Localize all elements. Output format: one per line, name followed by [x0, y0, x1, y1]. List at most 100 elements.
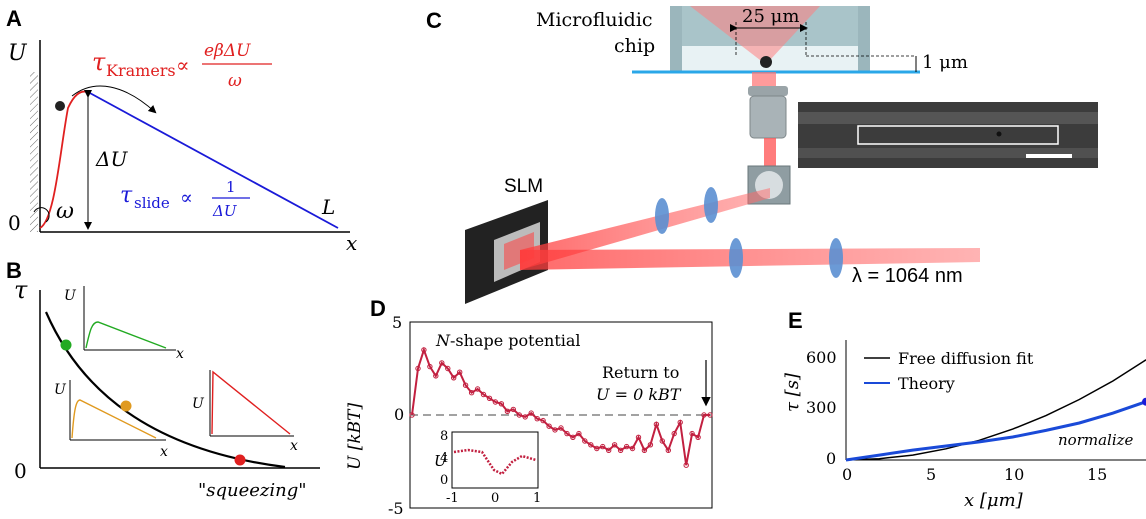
- panel-b-y-axis-label: τ: [14, 276, 28, 304]
- bead-icon: [760, 56, 772, 68]
- tau-kramers-den: ω: [228, 71, 242, 91]
- chip-wall-left: [670, 6, 682, 72]
- d-title-rest: -shape potential: [450, 331, 581, 350]
- particle-icon: [55, 101, 65, 111]
- d-data-point: [635, 434, 642, 440]
- orange-inset-u: U: [54, 382, 67, 398]
- d-data-point: [415, 365, 421, 372]
- d-title-italic: N: [435, 331, 451, 350]
- red-inset-u: U: [192, 396, 205, 412]
- e-xtick-15: 15: [1087, 465, 1107, 484]
- tau-kramers-prop: ∝: [176, 53, 190, 77]
- d-data-point: [564, 430, 570, 437]
- free-diffusion-line: [845, 359, 1146, 461]
- slm-label: SLM: [504, 176, 543, 197]
- d-data-point: [576, 430, 582, 437]
- e-ytick-0: 0: [826, 449, 836, 468]
- tau-slide-den: ΔU: [212, 202, 238, 220]
- d-data-point: [540, 417, 546, 424]
- chip-label-line2: chip: [614, 35, 655, 57]
- d-inset-ytick-0: 0: [440, 473, 448, 488]
- legend-theory: Theory: [898, 374, 955, 393]
- objective-lens: [749, 95, 787, 139]
- d-data-point: [582, 438, 588, 444]
- d-data-point: [492, 399, 499, 405]
- d-data-point: [516, 412, 522, 418]
- legend-free: Free diffusion fit: [898, 349, 1034, 368]
- d-data-point: [683, 462, 689, 468]
- roi-box: [857, 125, 1059, 145]
- orange-inset: U x: [54, 380, 168, 460]
- d-ytick-5: 5: [392, 313, 402, 332]
- panel-a-zero: 0: [8, 211, 21, 235]
- panel-a-label: A: [6, 6, 22, 31]
- d-inset-xtick-1: 1: [533, 491, 541, 506]
- panel-b-label: B: [6, 258, 22, 283]
- d-data-point: [588, 442, 594, 448]
- e-series: [845, 359, 1146, 462]
- d-data-point: [510, 406, 516, 413]
- d-data-point: [600, 443, 606, 450]
- panel-c: C Microfluidic chip 25 μm 1 μm: [426, 6, 1098, 304]
- tau-kramers-sym: τ: [92, 48, 106, 76]
- d-data-point: [486, 395, 493, 401]
- d-data-point: [552, 427, 558, 433]
- d-series: [409, 346, 713, 468]
- d-data-point: [474, 386, 481, 392]
- d-inset-ytick-8: 8: [440, 429, 448, 444]
- panel-d-label: D: [370, 296, 386, 321]
- d-data-point: [611, 442, 618, 448]
- d-data-point: [695, 434, 701, 440]
- d-ytick-0: 0: [394, 405, 404, 424]
- d-data-point: [480, 391, 487, 398]
- escape-arrow: [71, 85, 157, 114]
- tau-slide-sym: τ: [120, 183, 133, 208]
- panel-e: E 600 300 0 0 5 10 15 x [μm] τ [s] Free …: [782, 308, 1146, 511]
- d-data-point: [647, 442, 654, 448]
- red-inset-x: x: [290, 438, 298, 454]
- lens-4: [829, 238, 843, 278]
- e-annotation: normalize: [1058, 431, 1134, 449]
- green-inset-x: x: [176, 346, 184, 362]
- beam-lower: [520, 248, 980, 270]
- tau-slide-sub: slide: [134, 194, 170, 212]
- d-data-point: [445, 365, 451, 372]
- focus-cone: [690, 6, 820, 60]
- d-inset-curve: [453, 448, 537, 476]
- d-data-point: [546, 423, 552, 429]
- d-data-point: [558, 425, 564, 431]
- panel-e-label: E: [788, 308, 803, 333]
- objective-top: [748, 86, 788, 96]
- panel-b: B τ 0 "squeezing" U x U x U: [6, 258, 320, 501]
- e-xtick-10: 10: [1004, 465, 1024, 484]
- tau-slide-prop: ∝: [180, 187, 193, 209]
- d-y-label: U [kBT]: [345, 403, 365, 470]
- d-data-point: [617, 447, 624, 453]
- d-inset-y-label: U: [434, 452, 448, 470]
- lens-1: [655, 198, 669, 234]
- orange-inset-x: x: [160, 444, 168, 460]
- d-data-point: [498, 401, 505, 407]
- tau-slide-num: 1: [226, 178, 236, 196]
- d-data-point: [594, 445, 600, 452]
- tau-kramers-sub: Kramers: [106, 61, 176, 80]
- d-data-point: [433, 373, 439, 379]
- kramers-curve: [39, 90, 89, 229]
- omega-label: ω: [56, 199, 74, 224]
- d-data-point: [457, 369, 463, 375]
- lens-3: [729, 238, 743, 278]
- d-data-point: [528, 410, 534, 416]
- panel-d: D 5 0 -5 U [kBT] N-shape potential Retur…: [345, 296, 713, 518]
- d-inset-xtick-0: 0: [491, 491, 499, 506]
- green-point: [60, 339, 72, 351]
- d-data-point: [641, 447, 648, 453]
- d-data-point: [606, 447, 612, 453]
- e-xtick-5: 5: [926, 465, 936, 484]
- d-inset-ytick-4: 4: [440, 451, 448, 466]
- d-data-point: [462, 382, 469, 388]
- d-data-point: [701, 412, 707, 418]
- d-data-point: [671, 430, 677, 437]
- delta-u-label: ΔU: [95, 147, 128, 171]
- d-data-point: [427, 363, 433, 370]
